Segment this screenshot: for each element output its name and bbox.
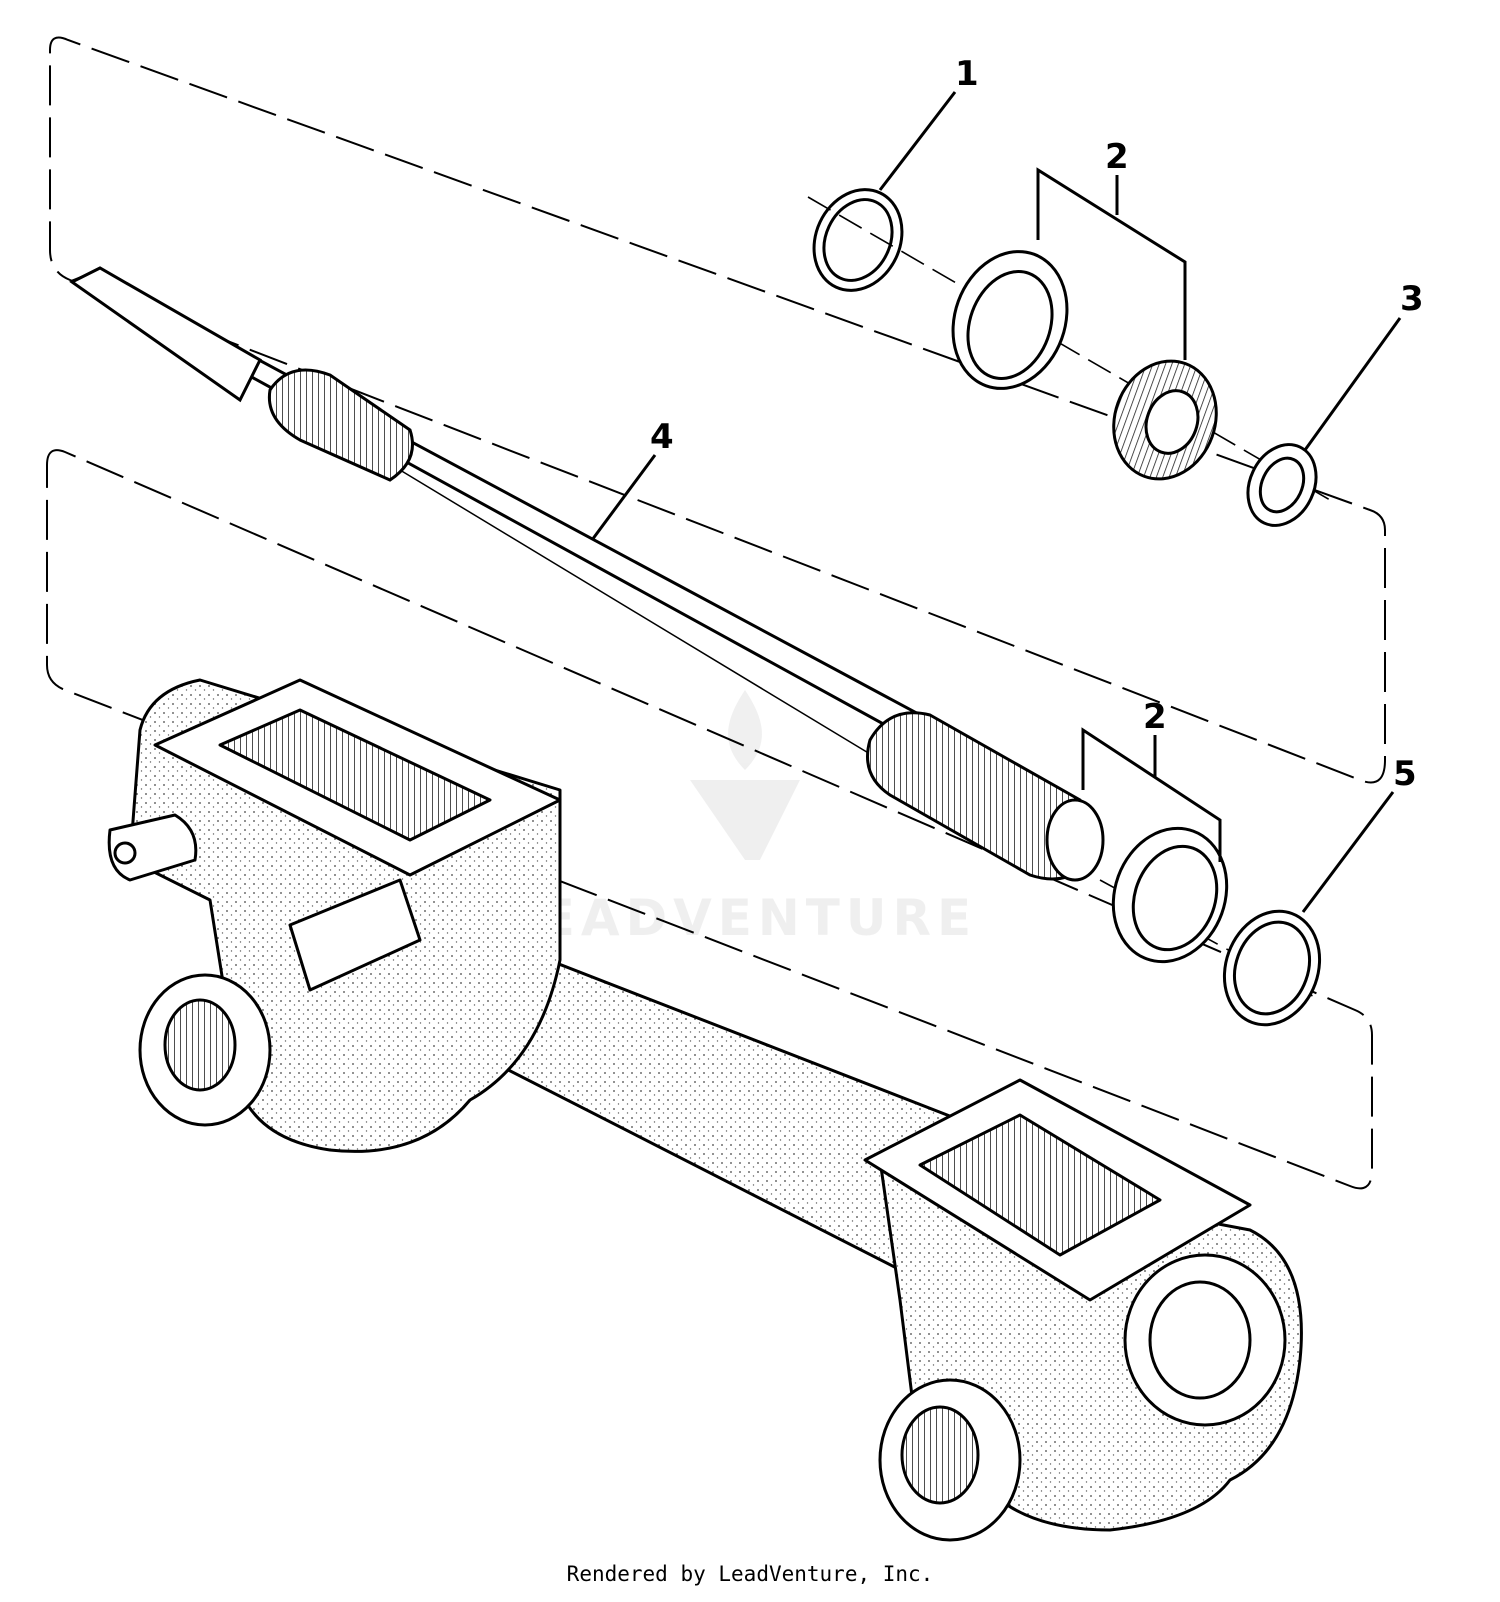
worm-shaft <box>69 266 1105 882</box>
shaft-highlight <box>399 469 881 761</box>
shim-washer <box>1222 909 1322 1027</box>
housing-left-boss-hole <box>113 841 137 865</box>
leader-1 <box>878 91 957 191</box>
leader-2-upper <box>1036 167 1187 360</box>
bearing-cone-upper <box>1112 359 1218 481</box>
bearing-cup-lower <box>1111 826 1229 964</box>
callout-5: 5 <box>1393 754 1417 794</box>
bearing-cup-upper <box>951 250 1069 390</box>
leader-3 <box>1303 317 1402 451</box>
part-axis-upper <box>807 196 1331 501</box>
gear-case-housing <box>107 678 1303 1542</box>
callout-3: 3 <box>1400 279 1424 319</box>
watermark: LEADVENTURE <box>503 690 977 947</box>
housing-left-opening <box>218 708 492 842</box>
watermark-flame-icon <box>728 690 762 770</box>
leader-2-lower <box>1081 727 1222 862</box>
shaft-worm-upper <box>267 368 414 482</box>
leader-4 <box>590 454 657 541</box>
housing-left-boss <box>107 813 198 882</box>
render-credit: Rendered by LeadVenture, Inc. <box>566 1562 934 1586</box>
retaining-ring <box>812 188 904 292</box>
callout-2-lower: 2 <box>1143 697 1167 737</box>
callout-4: 4 <box>650 417 674 457</box>
callout-1: 1 <box>955 54 979 94</box>
housing-right-opening <box>918 1113 1162 1257</box>
callout-2-upper: 2 <box>1105 137 1129 177</box>
group-outline-upper <box>49 36 1386 784</box>
shaft-spline <box>69 266 262 403</box>
leader-lines <box>590 91 1402 913</box>
housing-right-port-bore <box>900 1405 980 1505</box>
housing-left-port-bore <box>163 998 237 1092</box>
shaft-cone-bearing <box>1045 798 1105 882</box>
leader-5 <box>1301 791 1395 913</box>
watermark-text: LEADVENTURE <box>503 889 977 947</box>
washer-upper <box>1246 443 1318 527</box>
housing-right-ring-bore <box>1148 1280 1252 1400</box>
housing-tab <box>288 878 422 992</box>
group-outline-lower <box>46 449 1373 1190</box>
watermark-v-icon <box>690 780 800 860</box>
